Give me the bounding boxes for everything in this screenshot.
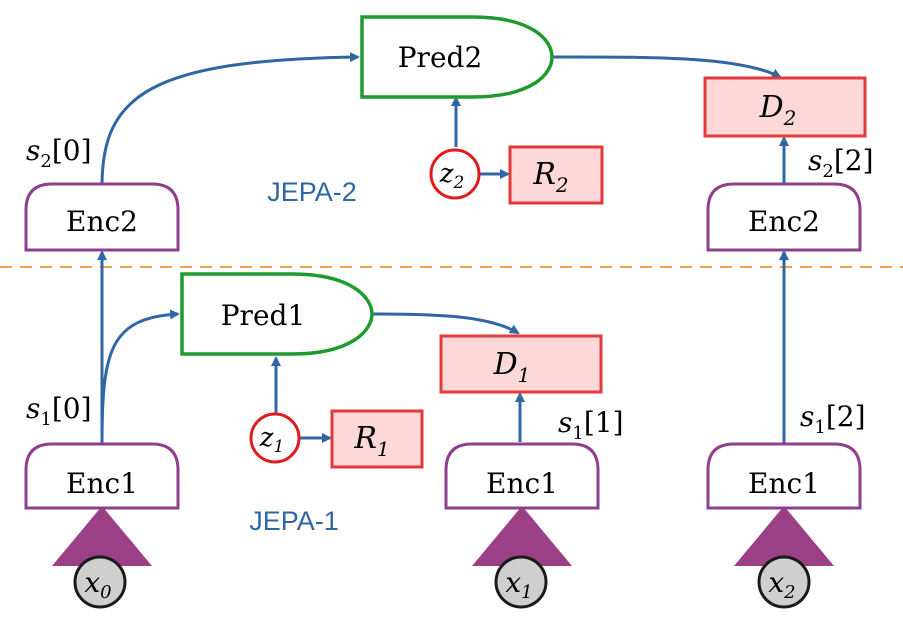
edge-enc1-x0-to-pred1 [100,309,180,446]
svg-text:D1: D1 [493,347,531,387]
pred2-label: Pred2 [398,41,483,74]
edge-pred2-to-d2 [551,55,782,79]
edge-enc2-left-to-pred2 [100,52,360,187]
svg-text:z2: z2 [439,159,465,193]
r2-cost: R2 [508,145,604,205]
enc1-x0-label: Enc1 [66,467,138,500]
z2-latent: z2 [429,148,481,200]
d2-cost: D2 [703,76,867,138]
svg-text:R1: R1 [353,421,389,461]
enc2-right-label: Enc2 [748,205,820,238]
pred1: Pred1 [180,272,374,356]
input-x0: x0 [73,555,127,609]
svg-text:x1: x1 [505,566,532,603]
enc1-x2-label: Enc1 [748,467,820,500]
svg-text:x2: x2 [768,566,795,603]
jepa-1-label: JEPA-1 [249,506,339,536]
s1-2-label: s1[2] [800,400,866,438]
pred1-label: Pred1 [221,299,306,332]
jepa-2-label: JEPA-2 [267,177,357,207]
enc1-x1: Enc1 [444,442,600,510]
r1-cost: R1 [330,409,424,469]
svg-text:x0: x0 [84,566,111,603]
enc1-x2: Enc1 [706,442,862,510]
s1-1-label: s1[1] [558,406,624,444]
z1-latent: z1 [249,412,301,464]
enc1-x1-label: Enc1 [486,467,558,500]
enc2-left: Enc2 [24,182,180,252]
s1-0-label: s1[0] [26,392,92,430]
s2-0-label: s2[0] [26,134,92,172]
svg-text:D2: D2 [759,90,797,130]
enc1-x0: Enc1 [24,442,180,510]
enc2-right: Enc2 [706,182,862,252]
edge-pred1-to-d1 [371,312,520,335]
input-x1: x1 [494,555,548,609]
svg-text:z1: z1 [259,423,285,457]
enc2-left-label: Enc2 [66,205,138,238]
s2-2-label: s2[2] [808,144,874,182]
pred2: Pred2 [360,15,554,99]
svg-text:R2: R2 [532,157,568,197]
input-x2: x2 [757,555,811,609]
d1-cost: D1 [439,334,603,394]
